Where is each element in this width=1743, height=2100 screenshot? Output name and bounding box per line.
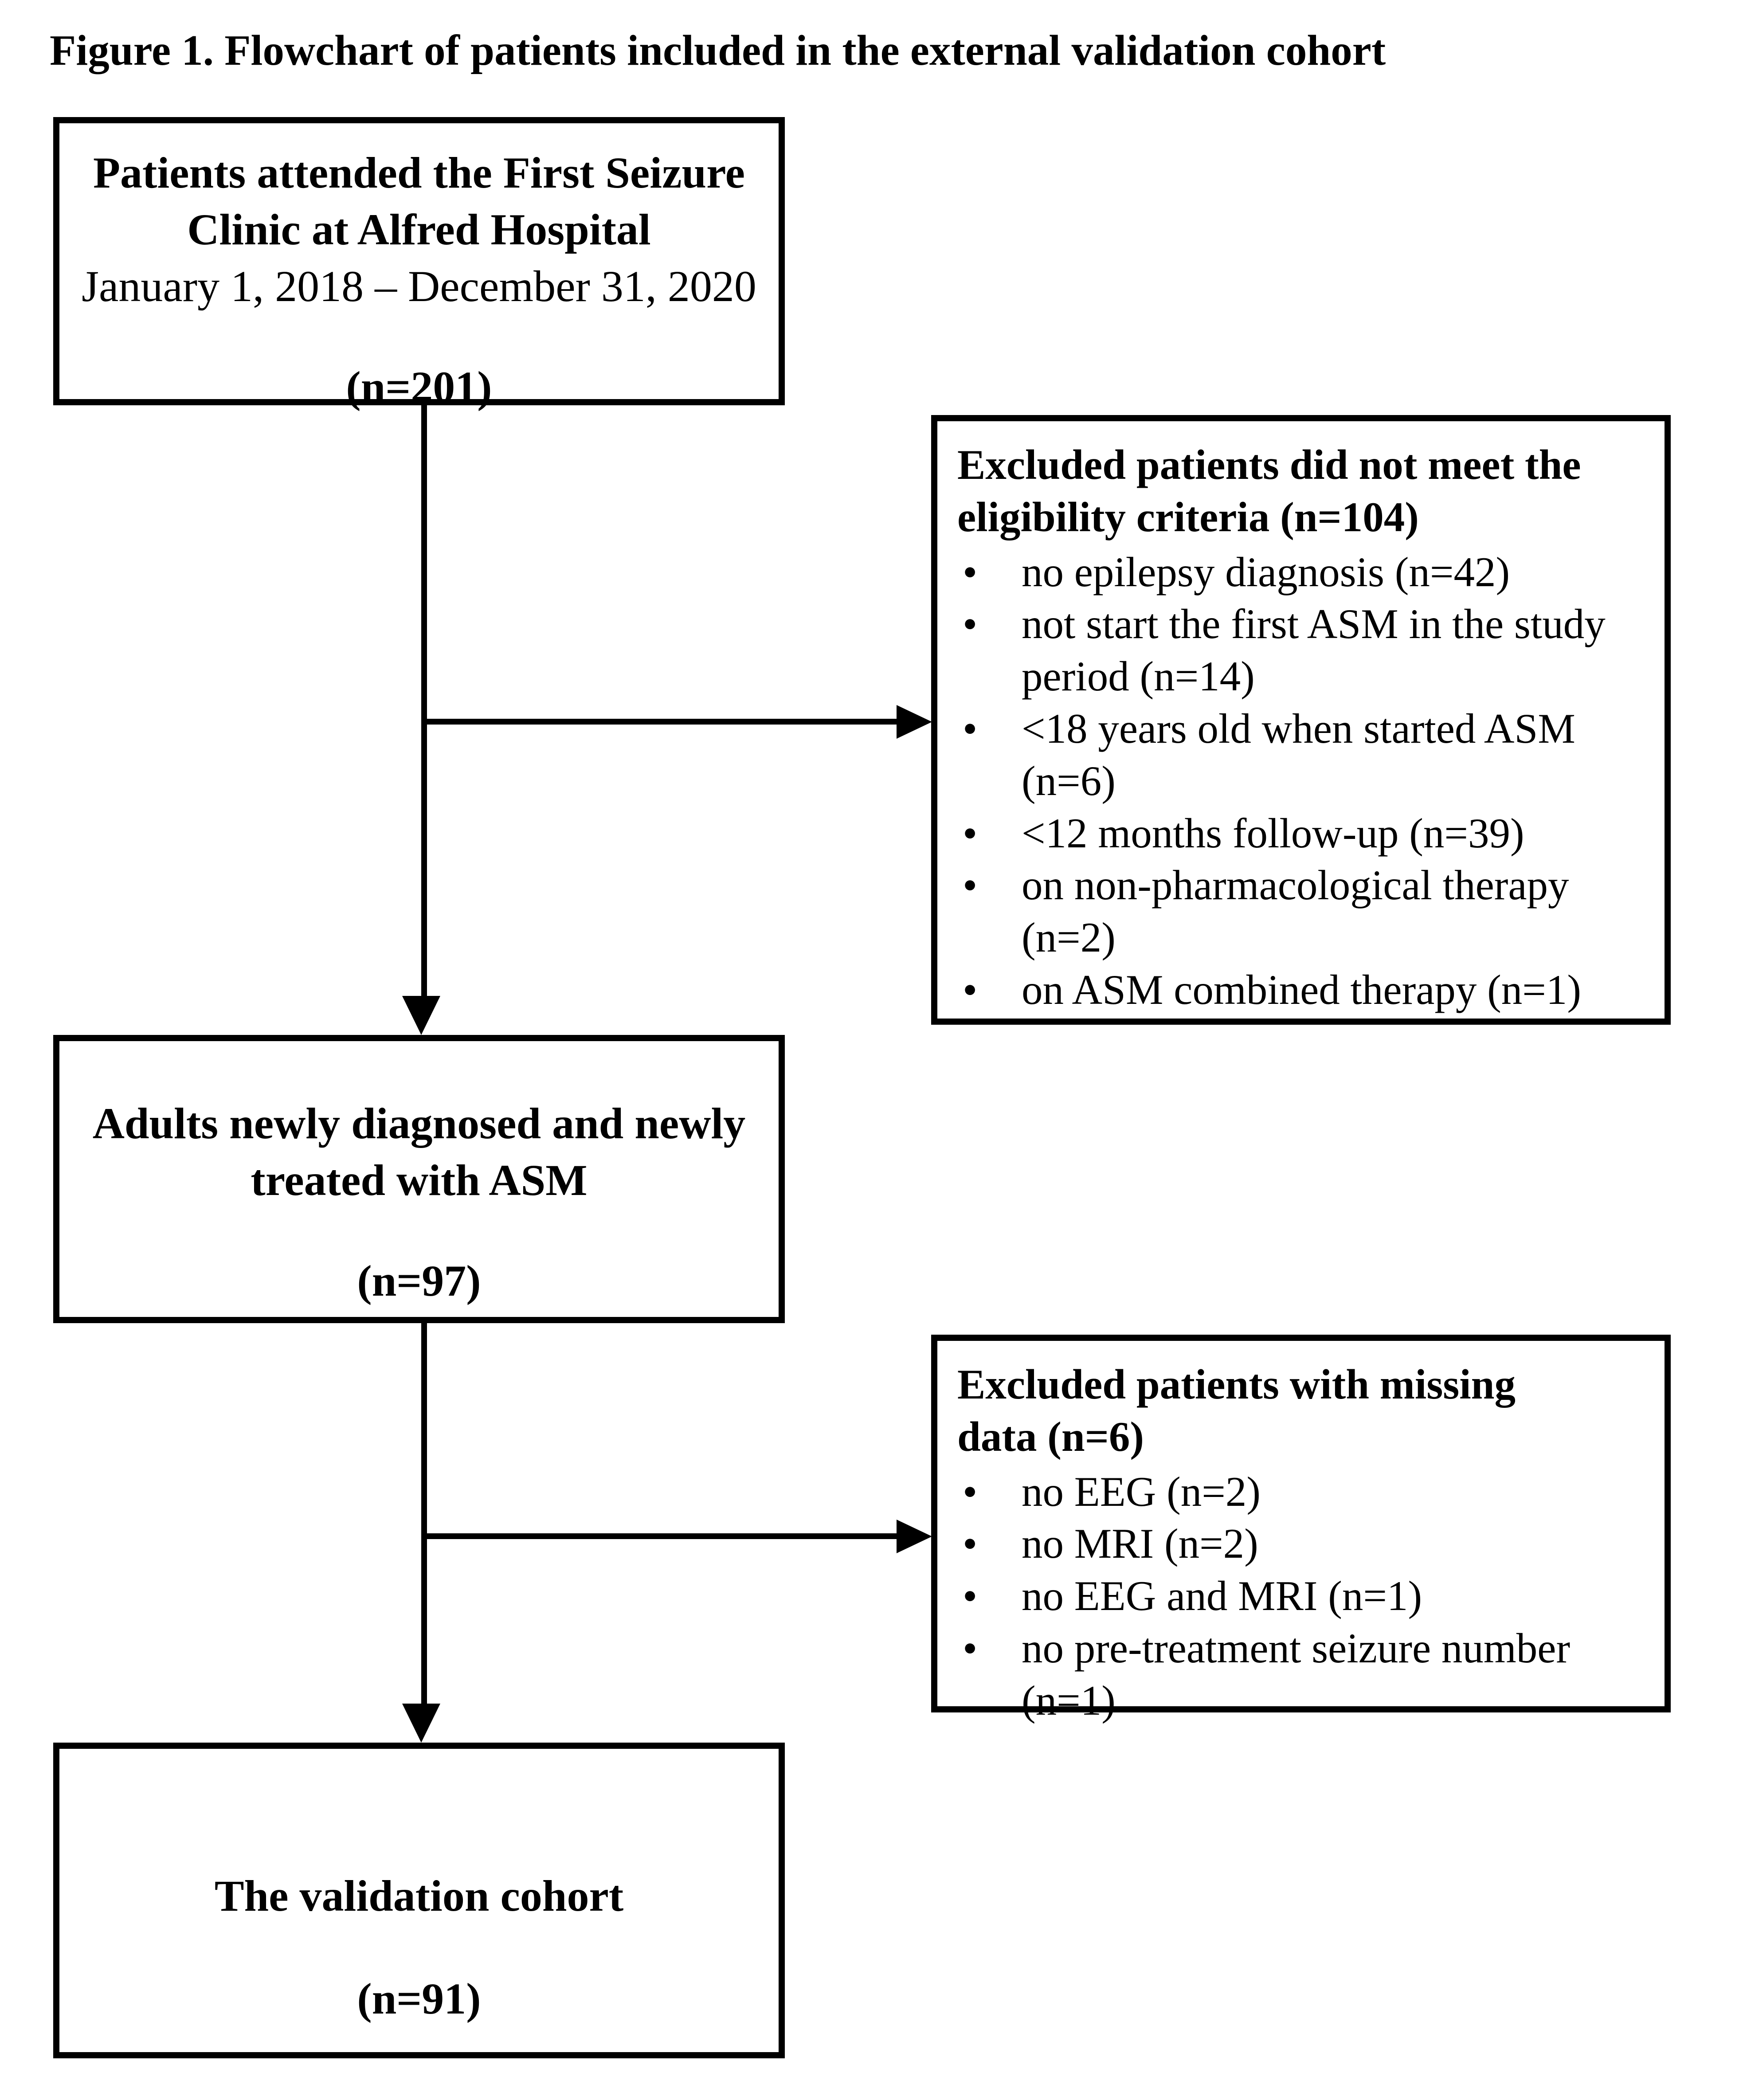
bullet-icon: • — [963, 705, 978, 752]
list-item: • not start the first ASM in the study p… — [957, 598, 1653, 703]
missing-data-exclusion-box: Excluded patients with missing data (n=6… — [931, 1335, 1671, 1724]
bullet-icon: • — [963, 1468, 978, 1515]
bullet-text: <12 months follow-up (n=39) — [1022, 809, 1524, 857]
bullet-text: no pre-treatment seizure number (n=1) — [1022, 1624, 1571, 1724]
bullet-icon: • — [963, 809, 978, 857]
top-node-box: Patients attended the First Seizure Clin… — [53, 117, 785, 411]
list-item: • no EEG (n=2) — [957, 1466, 1653, 1518]
list-item: • no pre-treatment seizure number (n=1) — [957, 1622, 1653, 1727]
right-arrow-head-icon-2 — [897, 1520, 932, 1553]
eligibility-exclusion-box: Excluded patients did not meet the eligi… — [931, 415, 1671, 1025]
right-arrow-head-icon-1 — [897, 705, 932, 739]
top-node-title: Patients attended the First Seizure Clin… — [93, 148, 745, 254]
bullet-text: on non-pharmacological therapy (n=2) — [1022, 862, 1569, 961]
list-item: • no MRI (n=2) — [957, 1518, 1653, 1570]
bullet-text: <18 years old when started ASM (n=6) — [1022, 705, 1575, 804]
top-node-count: (n=201) — [346, 362, 492, 411]
eligibility-exclusion-list: • no epilepsy diagnosis (n=42) • not sta… — [957, 546, 1653, 1016]
list-item: • on ASM combined therapy (n=1) — [957, 964, 1653, 1016]
bullet-text: no MRI (n=2) — [1022, 1520, 1258, 1567]
list-item: • <18 years old when started ASM (n=6) — [957, 703, 1653, 807]
validation-node-count: (n=91) — [357, 1974, 481, 2023]
cohort-node-count: (n=97) — [357, 1256, 481, 1305]
bullet-text: no epilepsy diagnosis (n=42) — [1022, 548, 1510, 596]
bullet-text: no EEG (n=2) — [1022, 1468, 1261, 1515]
bullet-icon: • — [963, 1572, 978, 1620]
bullet-icon: • — [963, 548, 978, 596]
figure-title: Figure 1. Flowchart of patients included… — [50, 27, 1386, 74]
top-node-date-range: January 1, 2018 – December 31, 2020 — [82, 262, 756, 311]
eligibility-exclusion-header: Excluded patients did not meet the eligi… — [957, 441, 1581, 541]
down-arrow-shaft-2 — [421, 1319, 427, 1707]
list-item: • no epilepsy diagnosis (n=42) — [957, 546, 1653, 599]
down-arrow-head-icon-2 — [402, 1704, 440, 1743]
bullet-icon: • — [963, 966, 978, 1013]
branch-arrow-shaft-1 — [424, 719, 898, 725]
bullet-icon: • — [963, 1624, 978, 1672]
bullet-text: no EEG and MRI (n=1) — [1022, 1572, 1422, 1620]
bullet-icon: • — [963, 862, 978, 909]
bullet-text: not start the first ASM in the study per… — [1022, 600, 1606, 700]
missing-data-exclusion-list: • no EEG (n=2) • no MRI (n=2) • no EEG a… — [957, 1466, 1653, 1727]
down-arrow-shaft-1 — [421, 399, 427, 1002]
list-item: • on non-pharmacological therapy (n=2) — [957, 859, 1653, 964]
validation-node-title: The validation cohort — [214, 1871, 624, 1920]
missing-data-exclusion-header: Excluded patients with missing data (n=6… — [957, 1361, 1516, 1460]
list-item: • <12 months follow-up (n=39) — [957, 807, 1653, 860]
list-item: • no EEG and MRI (n=1) — [957, 1570, 1653, 1622]
branch-arrow-shaft-2 — [424, 1533, 898, 1539]
bullet-icon: • — [963, 600, 978, 648]
cohort-node-box: Adults newly diagnosed and newly treated… — [53, 1035, 785, 1323]
bullet-icon: • — [963, 1520, 978, 1567]
cohort-node-title: Adults newly diagnosed and newly treated… — [92, 1099, 746, 1205]
down-arrow-head-icon-1 — [402, 996, 440, 1035]
validation-node-box: The validation cohort (n=91) — [53, 1743, 785, 2058]
bullet-text: on ASM combined therapy (n=1) — [1022, 966, 1581, 1013]
